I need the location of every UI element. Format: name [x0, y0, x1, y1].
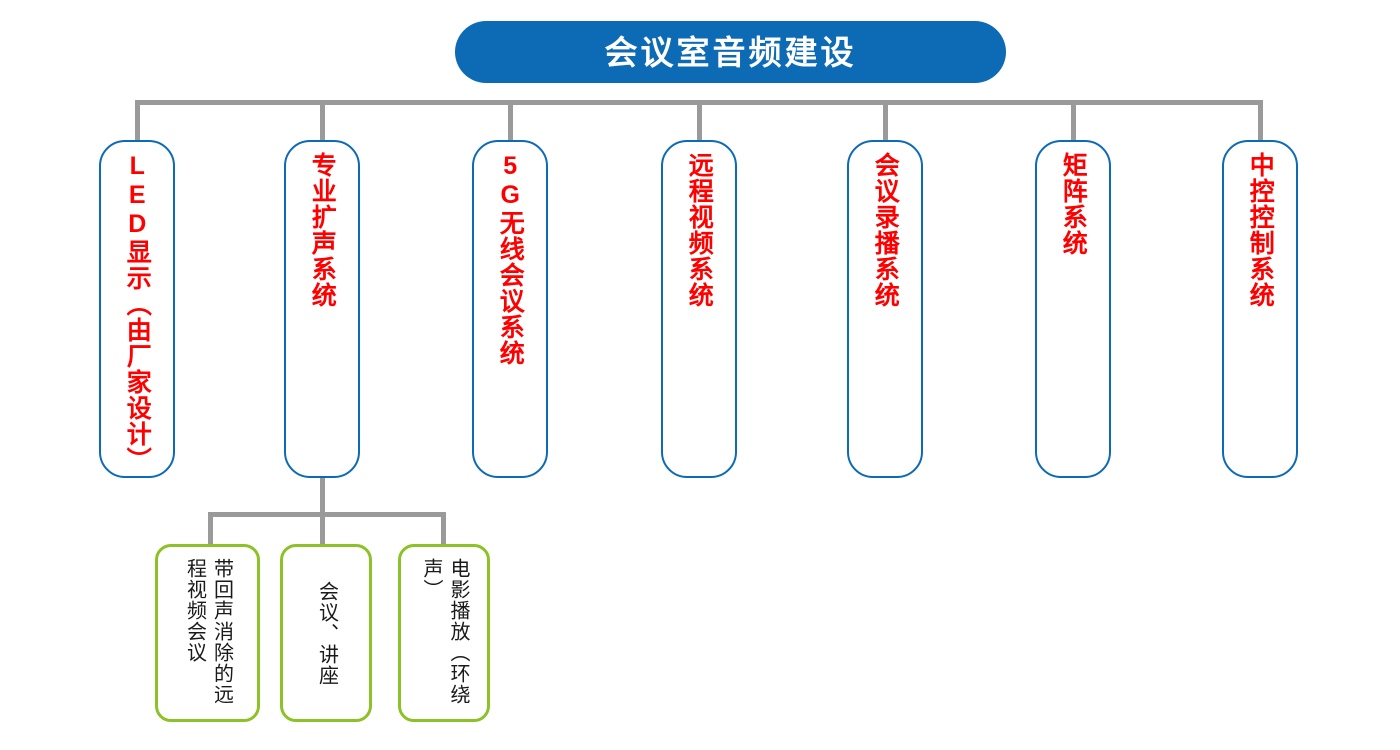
node-pa-system-label: 专业扩声系统 — [308, 152, 337, 308]
subnode-movie-playback-label: 电影播放（环绕声） — [420, 558, 469, 705]
connector-level1-drop-1 — [135, 100, 140, 142]
connector-level1-drop-2 — [320, 100, 325, 142]
node-matrix[interactable]: 矩阵系统 — [1035, 140, 1111, 478]
connector-level1-drop-7 — [1258, 100, 1263, 142]
connector-level1-drop-4 — [697, 100, 702, 142]
node-5g-wireless[interactable]: 5G无线会议系统 — [472, 140, 548, 478]
node-matrix-label: 矩阵系统 — [1059, 152, 1088, 256]
node-5g-wireless-label: 5G无线会议系统 — [496, 152, 525, 366]
diagram-title-text: 会议室音频建设 — [604, 33, 857, 71]
connector-level2-drop-3 — [441, 512, 446, 546]
subnode-aec-remote-video-label: 带回声消除的远程视频会议 — [183, 558, 233, 705]
connector-level2-horizontal-bar — [208, 512, 446, 517]
node-central-control[interactable]: 中控控制系统 — [1222, 140, 1298, 478]
connector-level2-drop-2 — [320, 512, 325, 546]
node-led-display[interactable]: LED显示（由厂家设计） — [99, 140, 175, 478]
node-central-control-label: 中控控制系统 — [1246, 152, 1275, 308]
connector-level1-drop-3 — [508, 100, 513, 142]
subnode-movie-playback[interactable]: 电影播放（环绕声） — [398, 544, 490, 722]
node-remote-video-label: 远程视频系统 — [685, 152, 714, 308]
node-recording-label: 会议录播系统 — [871, 152, 900, 308]
subnode-aec-remote-video[interactable]: 带回声消除的远程视频会议 — [155, 544, 260, 722]
node-recording[interactable]: 会议录播系统 — [847, 140, 923, 478]
connector-level1-drop-6 — [1071, 100, 1076, 142]
subnode-meeting-lecture-label: 会议、讲座 — [315, 580, 338, 686]
node-remote-video[interactable]: 远程视频系统 — [661, 140, 737, 478]
node-led-display-label: LED显示（由厂家设计） — [123, 152, 152, 473]
diagram-title-box: 会议室音频建设 — [455, 21, 1006, 83]
connector-level1-drop-5 — [883, 100, 888, 142]
node-pa-system[interactable]: 专业扩声系统 — [284, 140, 360, 478]
subnode-meeting-lecture[interactable]: 会议、讲座 — [280, 544, 372, 722]
connector-level2-drop-1 — [208, 512, 213, 546]
